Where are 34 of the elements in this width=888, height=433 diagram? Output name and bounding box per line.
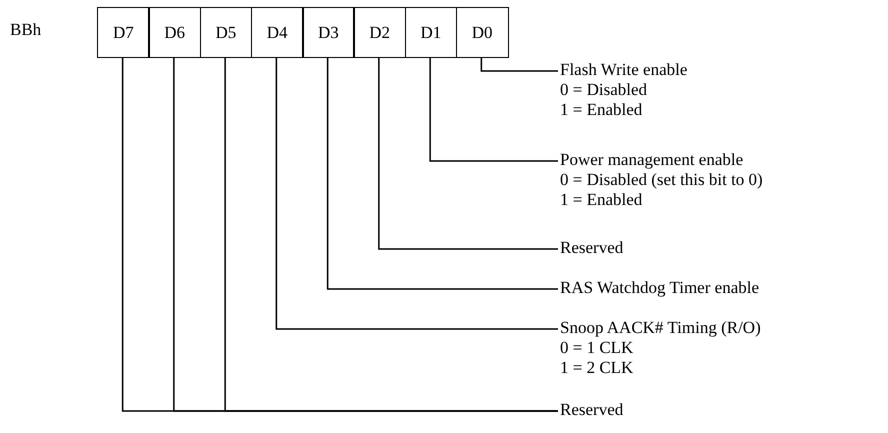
bit-value: 1 = 2 CLK (560, 358, 634, 378)
bit-value: 1 = Enabled (560, 190, 644, 210)
bit-value: 0 = 1 CLK (560, 338, 634, 358)
bit-name: D1 (420, 22, 442, 44)
bit-cell (250, 7, 304, 58)
bit-description: Reserved (560, 400, 624, 420)
leader-line (326, 58, 558, 290)
bit-value: 1 = Enabled (560, 100, 644, 120)
bit-name: D4 (266, 22, 288, 44)
leader-line (378, 58, 558, 250)
bit-description: Flash Write enable (560, 60, 688, 80)
bit-description: RAS Watchdog Timer enable (560, 278, 760, 298)
bit-cell (302, 7, 355, 58)
bit-value: 0 = Disabled (set this bit to 0) (560, 170, 763, 190)
bit-name: D6 (164, 22, 186, 44)
bit-name: D5 (215, 22, 236, 44)
bit-name: D3 (318, 22, 339, 44)
bit-value: 0 = Disabled (560, 80, 648, 100)
leader-line (276, 58, 558, 330)
leader-line (429, 58, 558, 162)
bit-description: Snoop AACK# Timing (R/O) (560, 318, 761, 338)
bit-name: D0 (472, 22, 493, 44)
bit-description: Power management enable (560, 150, 744, 170)
bit-cell (353, 7, 406, 58)
bit-cell (148, 7, 201, 58)
bit-cell (404, 7, 458, 58)
leader-line (480, 58, 558, 72)
bit-cell (456, 7, 508, 58)
bit-name: D7 (112, 22, 134, 44)
bit-cell (97, 7, 150, 58)
bit-name: D2 (369, 22, 390, 44)
bit-cell (200, 7, 252, 58)
bit-description: Reserved (560, 238, 624, 258)
register-address: BBh (10, 20, 42, 40)
